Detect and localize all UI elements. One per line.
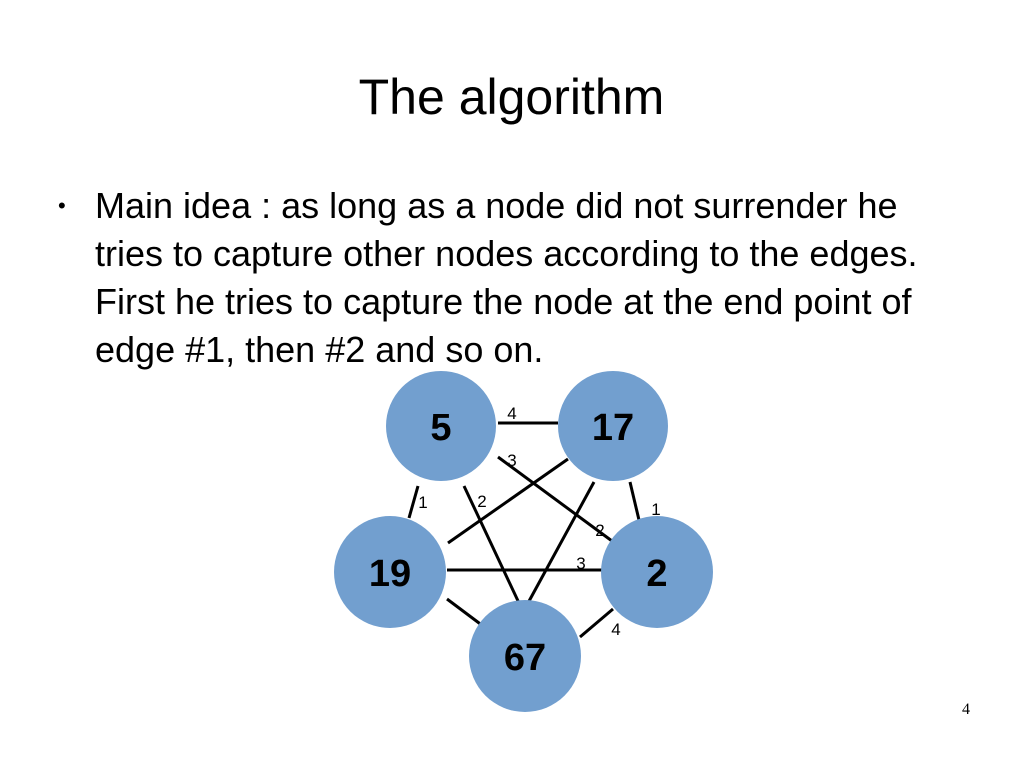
node-label: 19 bbox=[369, 553, 411, 595]
edge-67-2 bbox=[579, 607, 614, 639]
edge-5-19 bbox=[407, 485, 420, 519]
slide-title: The algorithm bbox=[358, 69, 665, 125]
edge-5-2 bbox=[497, 455, 613, 543]
node-19: 19 bbox=[334, 516, 446, 628]
node-label: 17 bbox=[592, 407, 634, 449]
node-17: 17 bbox=[558, 371, 668, 481]
node-label: 2 bbox=[646, 553, 667, 595]
edge-label: 4 bbox=[611, 620, 620, 639]
edge-label: 3 bbox=[576, 554, 585, 573]
edge-17-19 bbox=[447, 457, 569, 545]
node-label: 5 bbox=[430, 407, 451, 449]
edge-17-67 bbox=[526, 481, 596, 604]
edge-label: 2 bbox=[595, 521, 604, 540]
edge-label: 3 bbox=[507, 451, 516, 470]
edge-5-67 bbox=[462, 485, 521, 604]
edge-label: 1 bbox=[651, 500, 660, 519]
edge-17-2 bbox=[628, 481, 641, 521]
bullet-text: Main idea : as long as a node did not su… bbox=[95, 185, 918, 370]
node-2: 2 bbox=[601, 516, 713, 628]
bullet-icon: • bbox=[58, 193, 66, 218]
node-5: 5 bbox=[386, 371, 496, 481]
edge-label: 2 bbox=[477, 492, 486, 511]
edge-label: 1 bbox=[418, 493, 427, 512]
page-number: 4 bbox=[962, 701, 970, 718]
edge-label: 4 bbox=[507, 404, 516, 423]
node-label: 67 bbox=[504, 637, 546, 679]
node-67: 67 bbox=[469, 600, 581, 712]
edge-19-67 bbox=[446, 597, 484, 628]
